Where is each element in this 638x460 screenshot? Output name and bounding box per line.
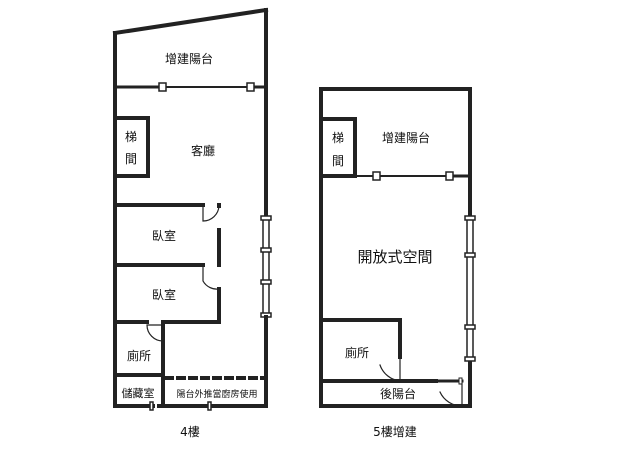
floor5-column [372, 171, 381, 181]
floor4-labels: 增建陽台 梯 間 客廳 臥室 臥室 廁所 儲藏室 陽台外推當廚房使用 4樓 [122, 51, 258, 439]
floor4-column [246, 82, 255, 92]
floor4-bedroom1-label: 臥室 [152, 228, 176, 243]
floor5-door-swing [379, 356, 401, 382]
floor5-stair-wall [319, 117, 357, 178]
floor4-living-label: 客廳 [191, 143, 215, 158]
floor5-balcony-label: 增建陽台 [382, 130, 430, 145]
floor5-column [445, 171, 454, 181]
floor4-toilet-label: 廁所 [127, 348, 151, 363]
floor5-plan [319, 87, 476, 408]
floor4-bedroom2-label: 臥室 [152, 287, 176, 302]
floor5-rear-balcony-label: 後陽台 [380, 386, 416, 401]
floor4-kitchen-label: 陽台外推當廚房使用 [176, 388, 257, 400]
floor4-bottom-door [149, 401, 212, 411]
floor4-stair-wall [113, 116, 150, 178]
floor4-column [158, 82, 167, 92]
floor5-open-space-label: 開放式空間 [357, 248, 432, 266]
floor4-window [260, 215, 272, 318]
floor4-stair-label-bottom: 間 [125, 152, 137, 166]
floor5-stair-label-top: 梯 [332, 131, 344, 145]
floor5-labels: 梯 間 增建陽台 開放式空間 廁所 後陽台 5樓增建 [332, 130, 433, 439]
floor5-toilet-label: 廁所 [345, 345, 369, 360]
floor4-door-swing [202, 204, 220, 222]
floor4-balcony-label: 增建陽台 [165, 51, 213, 66]
floor5-outer-walls [319, 87, 472, 408]
floor4-plan [112, 7, 272, 411]
floor5-window [464, 215, 476, 362]
floor4-caption: 4樓 [180, 424, 200, 439]
floor5-door-swing [439, 380, 463, 407]
floor4-stair-label-top: 梯 [125, 130, 137, 144]
floor4-door-swing [202, 264, 220, 290]
floor5-caption: 5樓增建 [373, 424, 417, 439]
floor4-door-swing [146, 324, 164, 342]
floor4-storage-label: 儲藏室 [122, 386, 155, 400]
floor5-door-jamb [458, 377, 463, 385]
floor4-outer-walls [112, 7, 269, 408]
floor5-stair-label-bottom: 間 [332, 154, 344, 168]
